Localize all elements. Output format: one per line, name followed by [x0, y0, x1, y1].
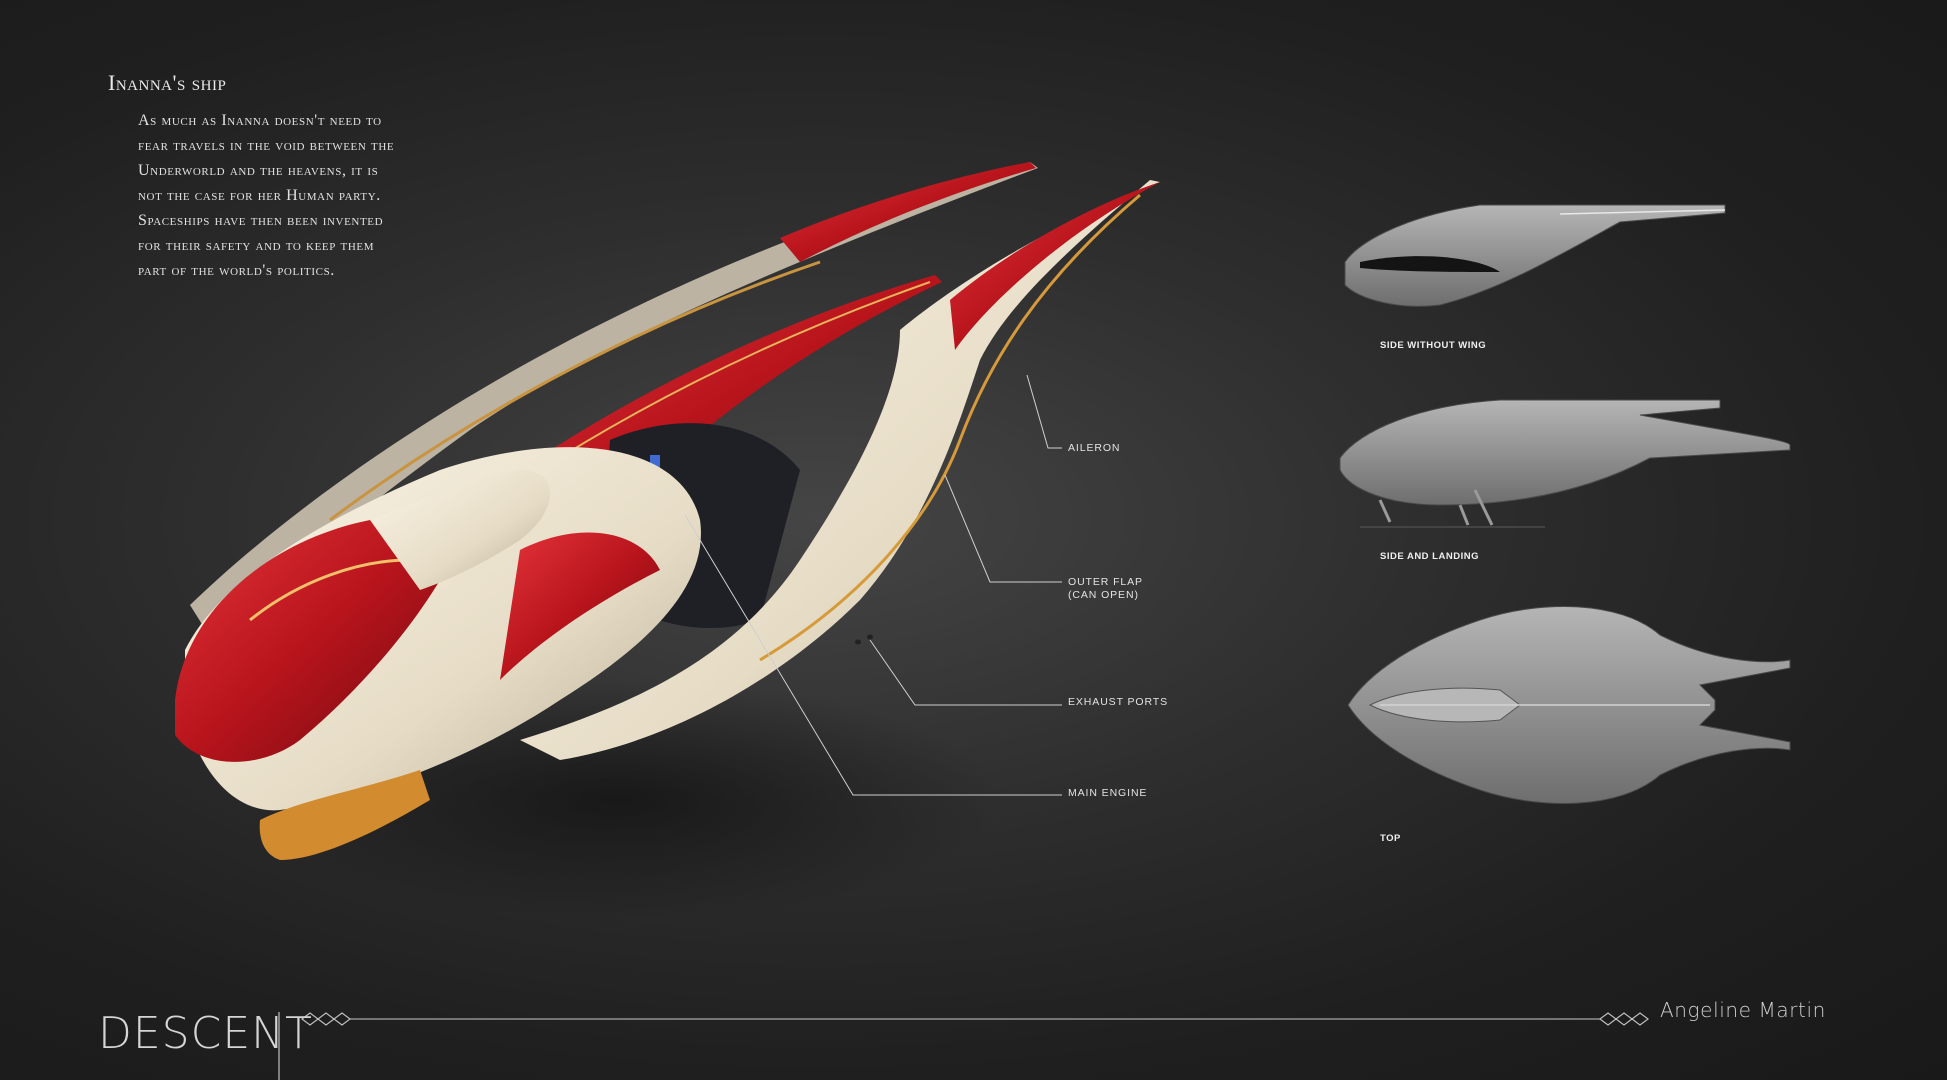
exhaust-port [867, 634, 873, 640]
exhaust-port [855, 639, 861, 645]
description-line: Spaceships have then been invented [138, 212, 384, 229]
page-title: Inanna's ship [108, 70, 227, 95]
side-view-sketch [1344, 204, 1726, 307]
callout-outer-flap-line2: (can open) [1068, 589, 1139, 601]
description-line: not the case for her Human party. [138, 187, 381, 204]
label-side-and-landing: Side and landing [1380, 551, 1479, 562]
aileron-line [1026, 374, 1062, 449]
description-line: Underworld and the heavens, it is [138, 162, 379, 179]
upper-wing [190, 162, 1038, 645]
label-top: Top [1380, 833, 1401, 844]
top-view-sketch [1347, 606, 1791, 804]
callout-outer-flap: Outer flap (can open) [1068, 576, 1143, 602]
callout-aileron: Aileron [1068, 442, 1121, 454]
side-landing-sketch [1339, 399, 1791, 528]
description-line: for their safety and to keep them [138, 237, 375, 254]
callout-lines [684, 374, 1062, 796]
exhaust-line [869, 639, 1062, 706]
author-name: Angeline Martin [1660, 998, 1826, 1022]
callout-exhaust-ports: Exhaust ports [1068, 696, 1169, 708]
callout-outer-flap-line1: Outer flap [1068, 576, 1143, 588]
description-line: As much as Inanna doesn't need to [138, 112, 382, 129]
callout-main-engine: Main engine [1068, 787, 1148, 799]
brand-logo: DESCENT [98, 1008, 313, 1059]
outer-flap [520, 180, 1160, 760]
description-line: part of the world's politics. [138, 262, 335, 279]
label-side-without-wing: Side without wing [1380, 340, 1487, 351]
description-line: fear travels in the void between the [138, 137, 395, 154]
description: As much as Inanna doesn't need to fear t… [138, 108, 438, 283]
main-engine-line [684, 514, 1062, 796]
footer-rule [278, 1012, 1649, 1080]
ship-nose [175, 470, 660, 762]
outer-flap-line [944, 474, 1062, 583]
